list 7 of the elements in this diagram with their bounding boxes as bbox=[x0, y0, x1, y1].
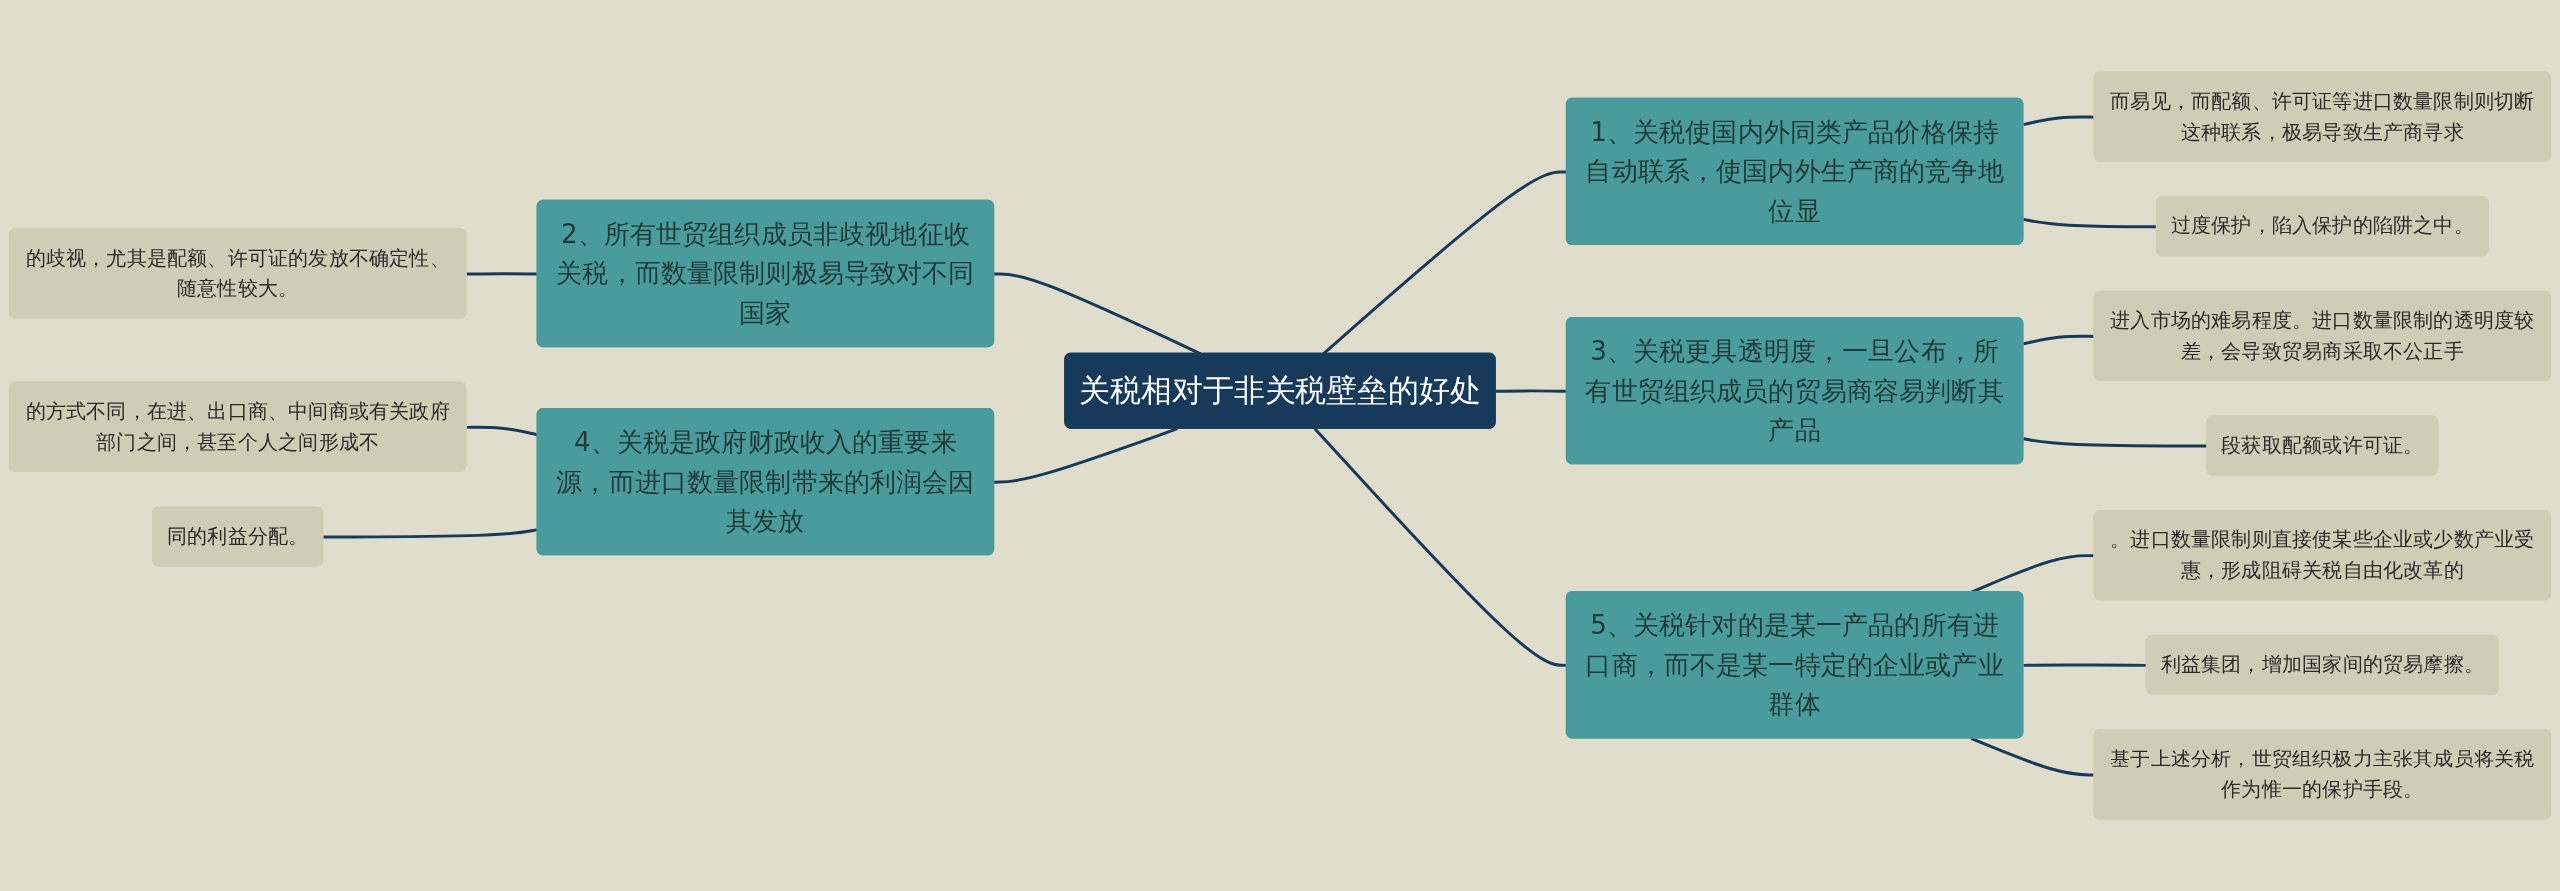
connector bbox=[466, 272, 538, 276]
connector bbox=[994, 427, 1178, 484]
connector bbox=[2023, 334, 2095, 346]
connector bbox=[2023, 115, 2095, 127]
connector bbox=[2023, 663, 2147, 667]
connector bbox=[2023, 437, 2208, 448]
connector bbox=[1970, 737, 2095, 777]
